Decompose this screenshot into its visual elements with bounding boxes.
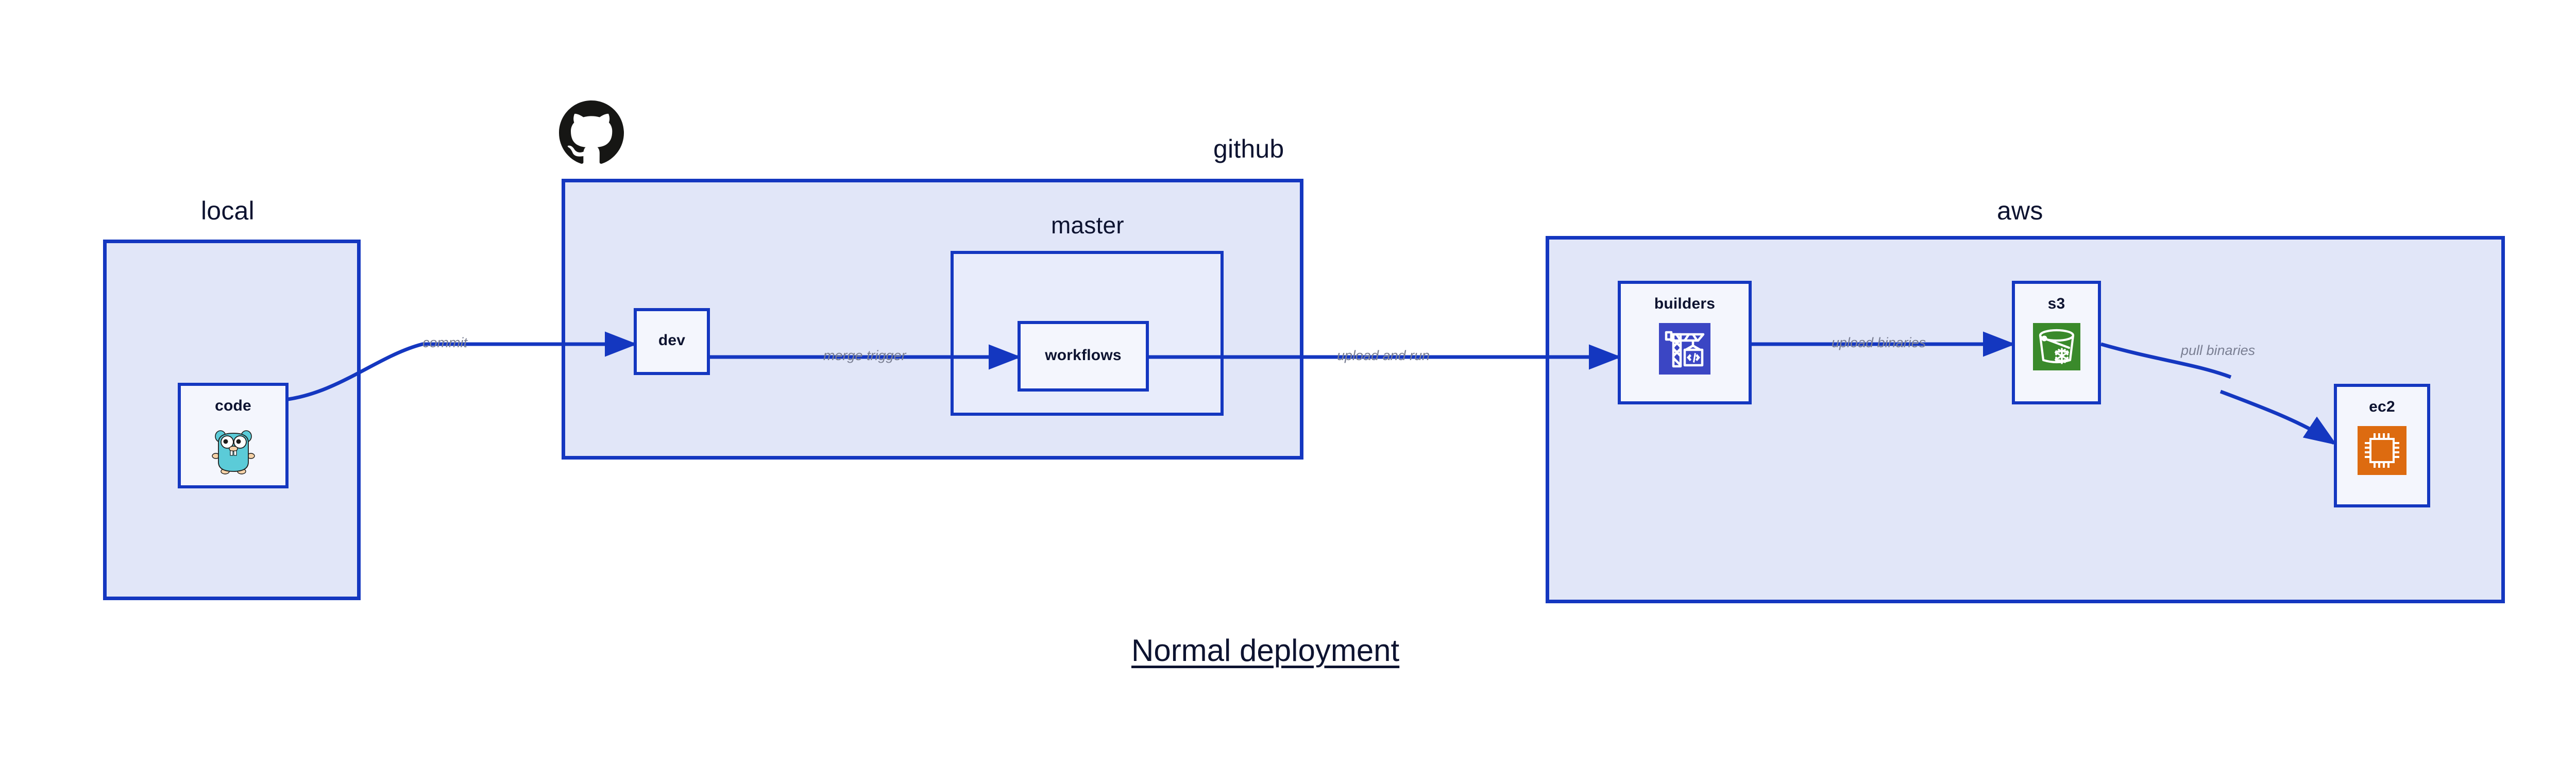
node-ec2[interactable]: ec2	[2334, 384, 2430, 507]
aws-s3-glacier-icon	[2032, 323, 2080, 370]
node-code-label: code	[215, 397, 251, 414]
page-title: Normal deployment	[1131, 633, 1400, 668]
edge-label-upload-binaries: upload binaries	[1832, 335, 1926, 350]
zone-master-label: master	[1051, 212, 1124, 239]
aws-codebuild-icon	[1659, 323, 1710, 375]
edge-label-upload-and-run: upload and run	[1337, 348, 1430, 363]
zone-aws-label: aws	[1997, 196, 2043, 225]
node-ec2-label: ec2	[2369, 398, 2395, 415]
aws-ec2-icon	[2358, 426, 2406, 475]
node-dev[interactable]: dev	[634, 308, 710, 375]
node-s3-label: s3	[2047, 295, 2065, 312]
go-gopher-icon	[211, 425, 256, 474]
node-builders-label: builders	[1654, 295, 1716, 312]
node-code[interactable]: code	[178, 383, 289, 488]
node-builders[interactable]: builders	[1618, 281, 1752, 404]
node-s3[interactable]: s3	[2012, 281, 2101, 404]
zone-github-label: github	[1213, 134, 1284, 163]
node-workflows[interactable]: workflows	[1018, 321, 1149, 392]
node-workflows-label: workflows	[1045, 347, 1122, 364]
github-octocat-icon	[559, 100, 624, 165]
edge-label-commit: commit	[422, 335, 467, 350]
node-dev-label: dev	[658, 332, 686, 349]
zone-local-label: local	[201, 196, 255, 225]
edge-label-pull-binaries: pull binaries	[2181, 343, 2256, 358]
edge-label-merge-trigger: merge trigger	[823, 348, 906, 363]
